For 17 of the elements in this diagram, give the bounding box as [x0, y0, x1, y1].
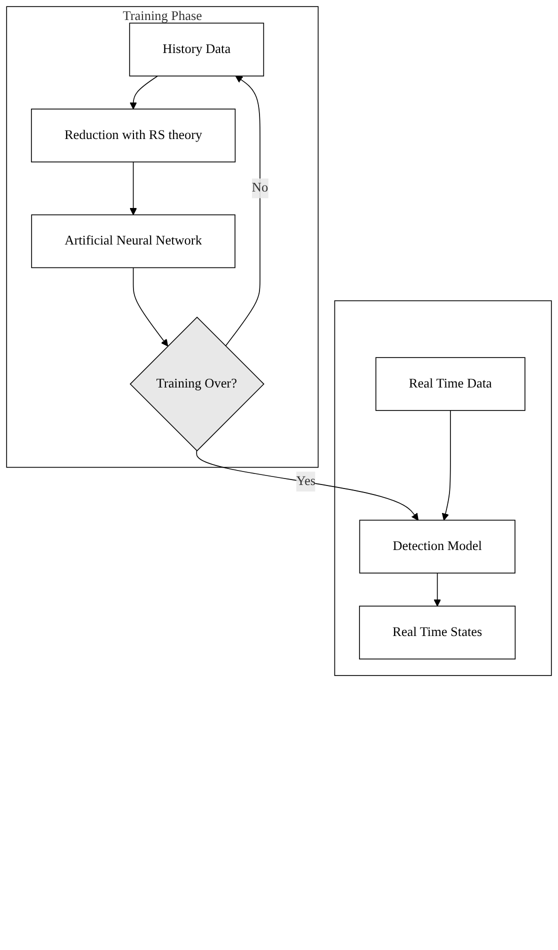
arrow: [196, 450, 419, 521]
node-box: Real Time Data: [375, 357, 526, 411]
arrow: [130, 76, 158, 110]
cluster: [334, 300, 552, 676]
node-diamond: Training Over?: [130, 316, 264, 452]
node-box: Real Time States: [359, 606, 516, 660]
node-box: History Data: [129, 22, 264, 76]
arrow: [130, 162, 137, 216]
node-box: Reduction with RS theory: [30, 108, 236, 162]
arrow: [434, 572, 441, 606]
edge-label: No: [252, 180, 268, 195]
node-box: Detection Model: [359, 520, 516, 574]
arrow: [442, 410, 451, 521]
edge-label: Yes: [296, 474, 316, 488]
arrow: [132, 267, 168, 346]
arrow: [225, 76, 260, 347]
node-box: Artificial Neural Network: [31, 214, 236, 268]
